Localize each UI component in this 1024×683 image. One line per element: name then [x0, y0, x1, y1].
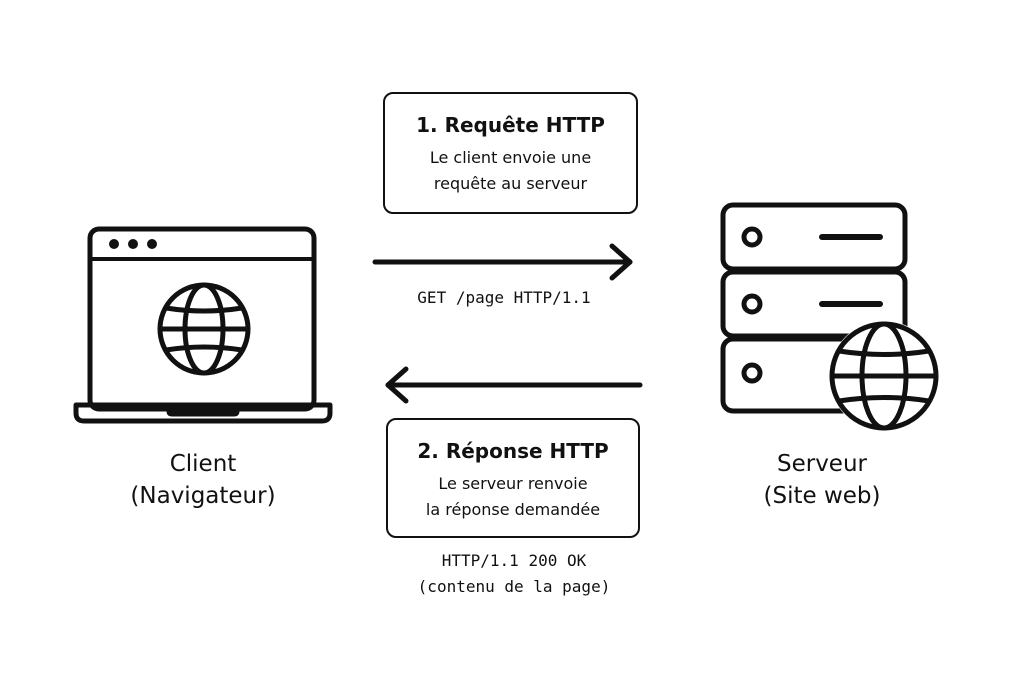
server-unit-2	[720, 269, 908, 339]
response-code-line2: (contenu de la page)	[417, 577, 611, 596]
server-label: Serveur (Site web)	[702, 448, 942, 512]
server-icon	[720, 202, 939, 431]
laptop-icon	[73, 226, 333, 424]
server-unit-1	[720, 202, 908, 272]
request-title: 1. Requête HTTP	[416, 113, 605, 137]
request-description: Le client envoie une requête au serveur	[385, 145, 636, 197]
response-code-line1: HTTP/1.1 200 OK	[441, 551, 587, 570]
response-description-line1: Le serveur renvoie	[438, 474, 588, 493]
response-description-line2: la réponse demandée	[425, 500, 601, 519]
response-description: Le serveur renvoie la réponse demandée	[388, 471, 638, 523]
request-description-line1: Le client envoie une	[429, 148, 592, 167]
client-label-line1: Client	[169, 451, 237, 477]
client-label-line2: (Navigateur)	[130, 483, 276, 509]
server-label-line2: (Site web)	[763, 483, 881, 509]
globe-icon	[157, 282, 251, 376]
window-dot-2	[128, 239, 138, 249]
request-box: 1. Requête HTTP Le client envoie une req…	[383, 92, 638, 214]
arrow-left-icon	[385, 366, 643, 404]
response-box: 2. Réponse HTTP Le serveur renvoie la ré…	[386, 418, 640, 538]
server-label-line1: Serveur	[776, 451, 867, 477]
server-globe-icon	[829, 321, 939, 431]
window-dot-3	[147, 239, 157, 249]
response-title: 2. Réponse HTTP	[417, 439, 609, 463]
client-label: Client (Navigateur)	[83, 448, 323, 512]
request-code: GET /page HTTP/1.1	[417, 288, 591, 307]
response-code: HTTP/1.1 200 OK (contenu de la page)	[373, 548, 655, 600]
window-dot-1	[109, 239, 119, 249]
arrow-right-icon	[372, 243, 633, 281]
request-description-line2: requête au serveur	[433, 174, 588, 193]
